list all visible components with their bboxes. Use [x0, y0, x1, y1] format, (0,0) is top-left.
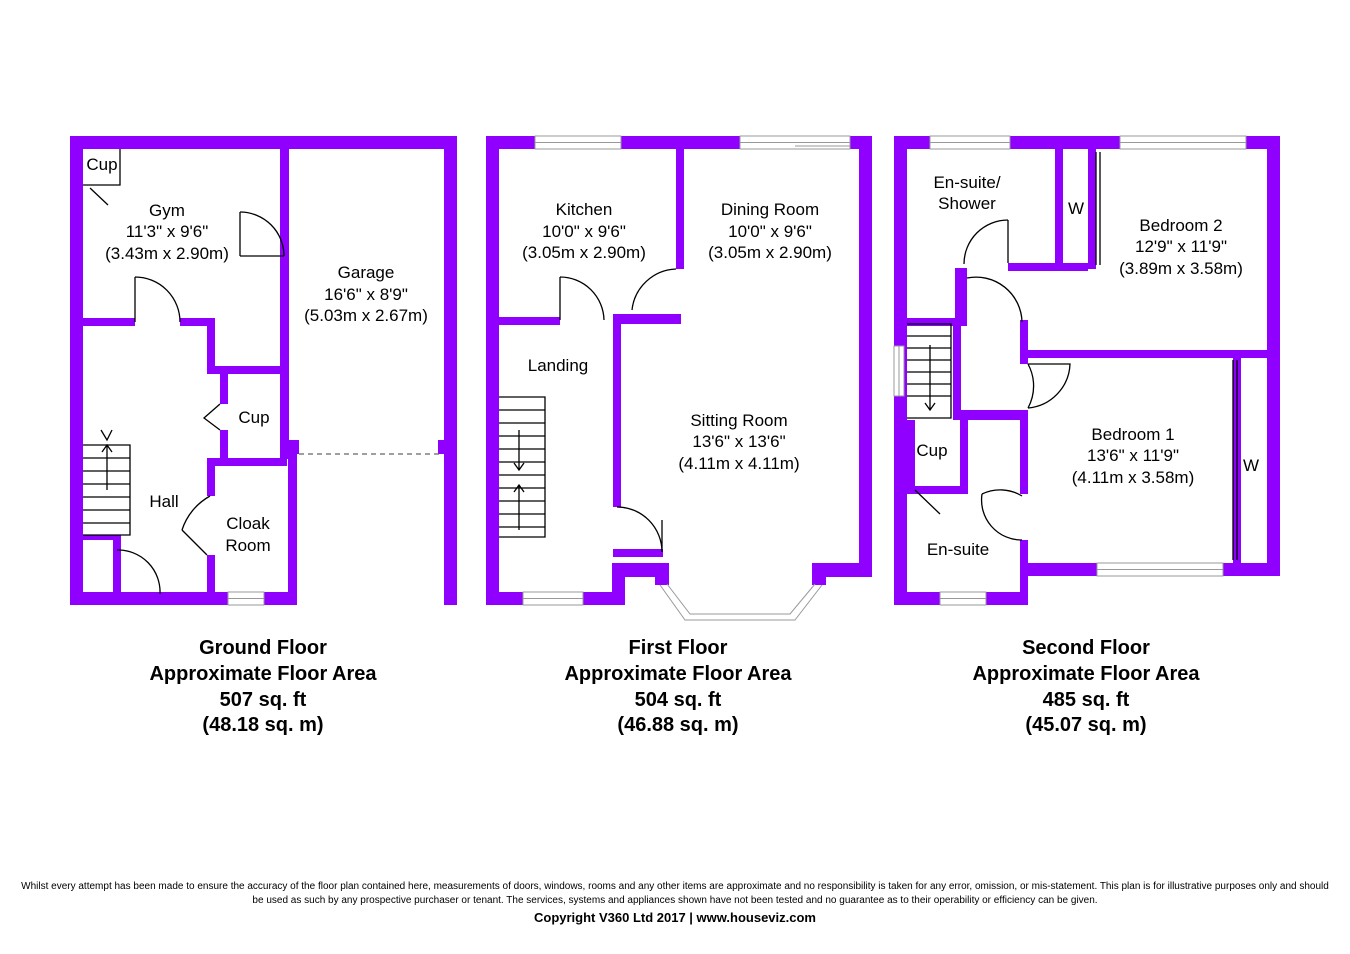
second-floor-plan	[893, 135, 1280, 606]
first-floor-walls	[486, 136, 872, 605]
landing-label: Landing	[528, 356, 589, 375]
first-floor-details	[499, 268, 677, 553]
en-suite-shower-label: En-suite/Shower	[933, 173, 1000, 213]
ground-floor-walls	[70, 136, 457, 605]
en-suite-label: En-suite	[927, 540, 989, 559]
ground-floor-plan	[70, 136, 457, 606]
ground-floor-details	[83, 149, 440, 595]
ground-cup-label: Cup	[86, 155, 117, 174]
wardrobe-1-label: W	[1243, 456, 1259, 475]
ground-floor-windows	[227, 591, 265, 606]
first-floor-plan	[486, 135, 872, 621]
hall-label: Hall	[149, 492, 178, 511]
second-floor-details	[907, 152, 1238, 560]
copyright-text: Copyright V360 Ltd 2017 | www.houseviz.c…	[533, 910, 816, 925]
disclaimer-text: Whilst every attempt has been made to en…	[21, 881, 1329, 906]
ground-cup-2-label: Cup	[238, 408, 269, 427]
second-cup-label: Cup	[916, 441, 947, 460]
first-floor-windows	[522, 135, 851, 621]
wardrobe-2-label: W	[1068, 199, 1084, 218]
second-floor-windows	[893, 135, 1247, 606]
